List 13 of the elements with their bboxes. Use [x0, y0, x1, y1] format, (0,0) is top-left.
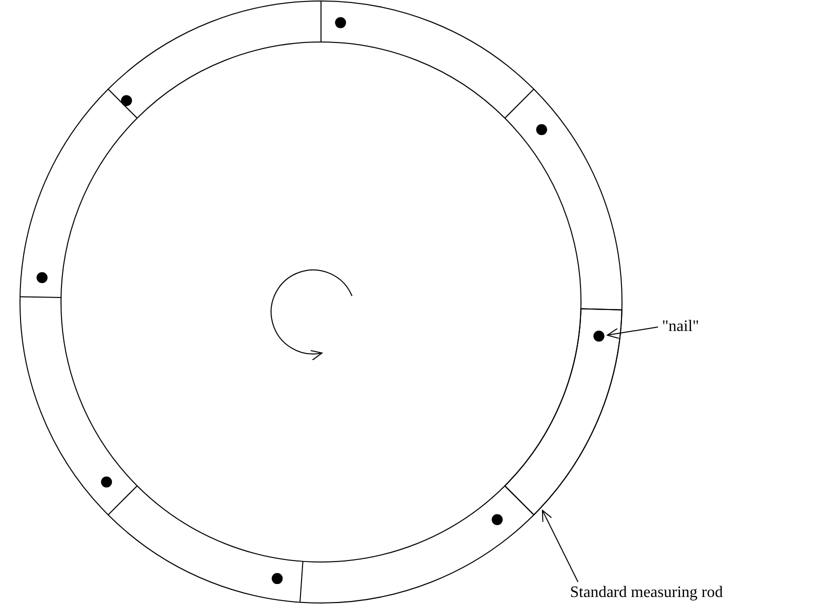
nail-dot — [492, 514, 503, 526]
callout-label: "nail" — [662, 318, 700, 336]
nail-dot — [272, 573, 283, 584]
leader-line — [606, 326, 658, 339]
nail-dot — [593, 330, 604, 342]
nail-dot — [36, 272, 48, 284]
callout-label: Standard measuring rod — [570, 584, 723, 602]
nail-dot — [101, 476, 112, 488]
nail-dot — [536, 124, 548, 136]
nail-dot — [121, 95, 132, 106]
nail-dot — [335, 17, 346, 28]
measuring-rod — [504, 308, 622, 516]
leader-line — [542, 510, 578, 582]
